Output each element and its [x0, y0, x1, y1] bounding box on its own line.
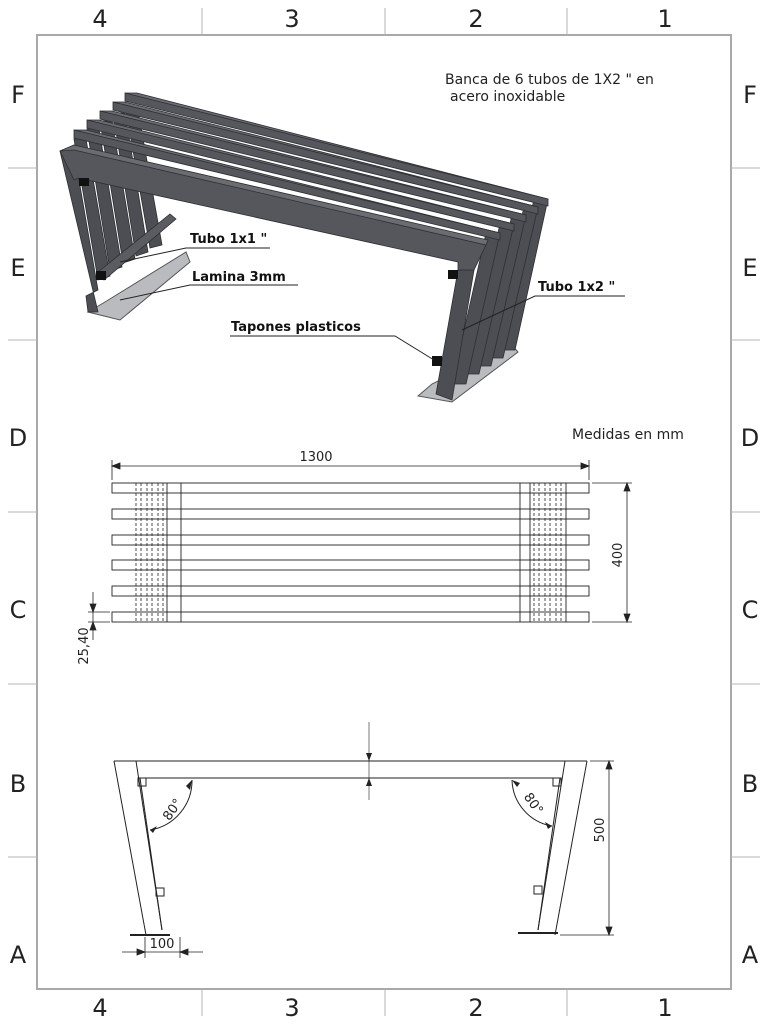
top-tubes	[59, 92, 549, 271]
col-label-1-bottom: 1	[657, 994, 672, 1022]
callout-tubo-1x1: Tubo 1x1 "	[190, 232, 267, 247]
right-leg-tubes	[435, 198, 549, 401]
plastic-cap	[432, 356, 442, 366]
row-label-d-left: D	[9, 424, 27, 452]
plastic-cap	[79, 178, 89, 186]
plastic-cap	[96, 271, 106, 280]
row-label-b-left: B	[10, 770, 26, 798]
title-note-line2: acero inoxidable	[450, 89, 565, 105]
dim-height: 500	[593, 818, 608, 843]
dim-top-length: 1300	[299, 450, 332, 465]
dim-25-40	[88, 592, 110, 640]
units-note: Medidas en mm	[572, 427, 684, 443]
callout-lamina: Lamina 3mm	[192, 270, 286, 285]
col-label-2-top: 2	[468, 5, 483, 33]
row-label-a-left: A	[10, 941, 27, 969]
col-label-2-bottom: 2	[468, 994, 483, 1022]
callout-leaders	[119, 247, 625, 361]
isometric-bench-view	[59, 92, 549, 403]
col-label-1-top: 1	[657, 5, 672, 33]
dim-angle-left: 80°	[160, 796, 186, 823]
callout-tapones: Tapones plasticos	[231, 320, 361, 335]
row-label-f-right: F	[743, 81, 757, 109]
col-label-3-top: 3	[284, 5, 299, 33]
plastic-cap	[448, 270, 458, 279]
row-label-a-right: A	[742, 941, 759, 969]
row-label-e-left: E	[10, 254, 25, 282]
dim-tube-pitch: 25,40	[77, 627, 92, 664]
top-view	[111, 482, 590, 623]
column-ticks	[201, 8, 568, 1016]
dim-500	[560, 759, 614, 937]
dim-base-plate: 100	[150, 937, 175, 952]
dim-1300	[110, 460, 591, 480]
col-label-3-bottom: 3	[284, 994, 299, 1022]
row-label-f-left: F	[11, 81, 25, 109]
angle-arrows	[150, 753, 552, 833]
row-label-d-right: D	[741, 424, 759, 452]
row-label-c-right: C	[742, 596, 759, 624]
row-ticks	[8, 167, 760, 858]
title-note-line1: Banca de 6 tubos de 1X2 " en	[445, 72, 654, 88]
side-view	[113, 722, 588, 936]
dim-angle-right: 80°	[520, 790, 546, 817]
callout-tubo-1x2: Tubo 1x2 "	[538, 280, 615, 295]
left-base-plate	[86, 251, 191, 321]
row-label-e-right: E	[742, 254, 757, 282]
col-label-4-top: 4	[92, 5, 107, 33]
row-label-c-left: C	[10, 596, 27, 624]
dim-100	[122, 937, 203, 958]
row-label-b-right: B	[742, 770, 758, 798]
col-label-4-bottom: 4	[92, 994, 107, 1022]
dim-top-width: 400	[611, 543, 626, 568]
dim-400	[592, 481, 632, 624]
